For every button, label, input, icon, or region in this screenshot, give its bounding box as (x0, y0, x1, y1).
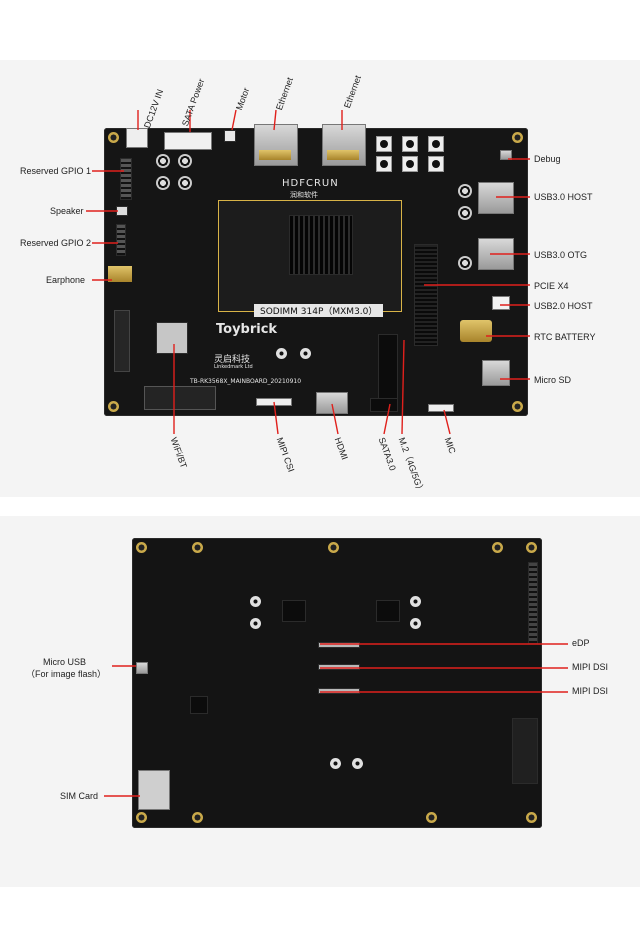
mounting-hole (108, 132, 119, 143)
edp-connector (318, 642, 360, 648)
hdmi-port (316, 392, 348, 414)
usb3-host-port (478, 182, 514, 214)
ic-chip (190, 696, 208, 714)
micro-usb-port (136, 662, 148, 674)
label-debug: Debug (534, 154, 561, 164)
micro-sd-slot (482, 360, 510, 386)
capacitor (458, 256, 472, 270)
capacitor (458, 206, 472, 220)
board-trace (144, 386, 216, 410)
motor-connector (224, 130, 236, 142)
mounting-hole (492, 542, 503, 553)
board-button (428, 136, 444, 152)
board-button (402, 136, 418, 152)
pcie-slot (414, 244, 438, 346)
label-speaker: Speaker (50, 206, 84, 216)
brand-logo: HDFCRUN (282, 178, 339, 189)
mounting-pad (250, 596, 261, 607)
capacitor (156, 154, 170, 168)
mounting-pad (410, 596, 421, 607)
label-reserved-gpio-2: Reserved GPIO 2 (20, 238, 92, 248)
ic-chip (376, 600, 400, 622)
usb2-host-port (492, 296, 510, 310)
capacitor (458, 184, 472, 198)
ethernet-label-plate-1 (259, 150, 291, 160)
board-trace (114, 310, 130, 372)
mainboard-label: TB-RK3568X_MAINBOARD_20210910 (190, 378, 302, 385)
mipi-csi-connector (256, 398, 292, 406)
capacitor (156, 176, 170, 190)
debug-port (500, 150, 512, 160)
edge-header (528, 562, 538, 644)
mounting-hole (192, 812, 203, 823)
mipi-dsi-connector-1 (318, 664, 360, 670)
mounting-pad (276, 348, 287, 359)
bottom-board (132, 538, 542, 828)
label-micro-usb-note: （For image flash） (26, 669, 107, 679)
label-micro-sd: Micro SD (534, 375, 572, 385)
label-earphone: Earphone (46, 275, 86, 285)
capacitor (178, 154, 192, 168)
sim-card-slot (138, 770, 170, 810)
core-module (218, 200, 402, 312)
capacitor (178, 176, 192, 190)
ethernet-label-plate-2 (327, 150, 359, 160)
label-reserved-gpio-1: Reserved GPIO 1 (20, 166, 92, 176)
board-button (376, 156, 392, 172)
mounting-pad (300, 348, 311, 359)
rtc-battery (460, 320, 492, 342)
mounting-hole (426, 812, 437, 823)
mounting-hole (136, 812, 147, 823)
label-micro-usb: Micro USB (43, 657, 87, 667)
gpio-header-2 (116, 224, 126, 256)
wifi-module (156, 322, 188, 354)
board-button (428, 156, 444, 172)
heatsink (289, 215, 353, 275)
mounting-hole (526, 542, 537, 553)
board-button (376, 136, 392, 152)
speaker-connector (116, 206, 128, 216)
earphone-jack (108, 266, 132, 282)
large-pad (512, 718, 538, 784)
mounting-pad (352, 758, 363, 769)
mipi-dsi-connector-2 (318, 688, 360, 694)
label-sim-card: SIM Card (60, 791, 99, 801)
mounting-hole (136, 542, 147, 553)
label-pcie-x4: PCIE X4 (534, 281, 569, 291)
dc-jack (126, 128, 148, 148)
ic-chip (282, 600, 306, 622)
top-board: HDFCRUN 润和软件 SODIMM 314P（MXM3.0） Toybric… (104, 124, 528, 416)
mounting-hole (328, 542, 339, 553)
label-usb3-otg: USB3.0 OTG (534, 250, 588, 260)
label-usb3-host: USB3.0 HOST (534, 192, 593, 202)
usb3-otg-port (478, 238, 514, 270)
label-usb2-host: USB2.0 HOST (534, 301, 593, 311)
m2-slot (378, 334, 398, 402)
cn-brand-sub: Linkedmark Ltd (214, 364, 253, 370)
label-mipi-dsi-2: MIPI DSI (572, 686, 609, 696)
mounting-pad (250, 618, 261, 629)
mounting-hole (108, 401, 119, 412)
mounting-hole (512, 401, 523, 412)
toybrick-logo: Toybrick (216, 322, 278, 337)
board-button (402, 156, 418, 172)
mounting-pad (330, 758, 341, 769)
label-rtc-battery: RTC BATTERY (534, 332, 596, 342)
mounting-hole (526, 812, 537, 823)
sodimm-label: SODIMM 314P（MXM3.0） (254, 304, 384, 317)
brand-cn: 润和软件 (290, 191, 318, 199)
cn-brand: 灵启科技 (214, 355, 251, 365)
sata-power-connector (164, 132, 212, 150)
mounting-hole (192, 542, 203, 553)
sata-port (370, 398, 398, 412)
label-edp: eDP (572, 638, 590, 648)
mounting-pad (410, 618, 421, 629)
mic-connector (428, 404, 454, 412)
mounting-hole (512, 132, 523, 143)
label-mipi-dsi-1: MIPI DSI (572, 662, 609, 672)
gpio-header-1 (120, 158, 132, 200)
